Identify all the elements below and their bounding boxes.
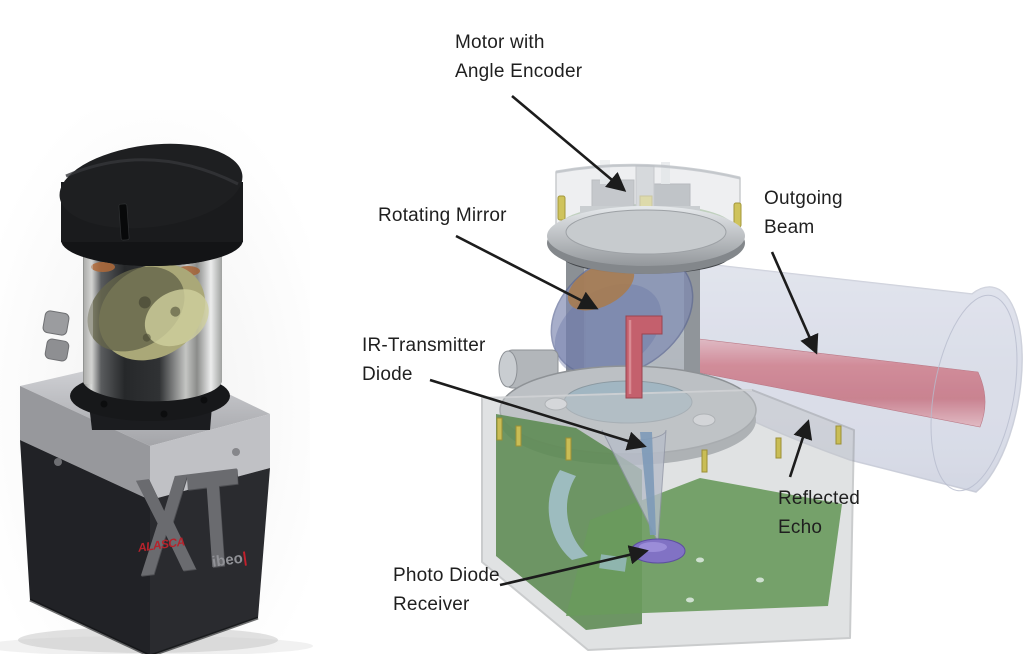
label-outgoing-beam: Outgoing Beam <box>764 188 843 239</box>
scanner-cap <box>59 143 243 266</box>
beam-duct <box>625 315 663 399</box>
label-photo-diode-receiver: Photo Diode Receiver <box>393 565 500 616</box>
photo-mirror <box>87 263 209 361</box>
outgoing-beam-shape <box>639 331 986 428</box>
cutaway-diagram <box>429 95 1023 651</box>
label-ir-transmitter-diode: IR-Transmitter Diode <box>362 335 486 386</box>
label-rotating-mirror: Rotating Mirror <box>378 205 507 226</box>
receiver-housing <box>481 389 855 651</box>
label-motor-with-angle-encoder: Motor with Angle Encoder <box>455 32 583 83</box>
motor-assembly <box>547 160 745 274</box>
product-photo <box>0 110 313 654</box>
device-model-text: XT <box>131 439 243 606</box>
annotation-arrows <box>429 95 819 587</box>
label-reflected-echo: Reflected Echo <box>778 488 861 539</box>
